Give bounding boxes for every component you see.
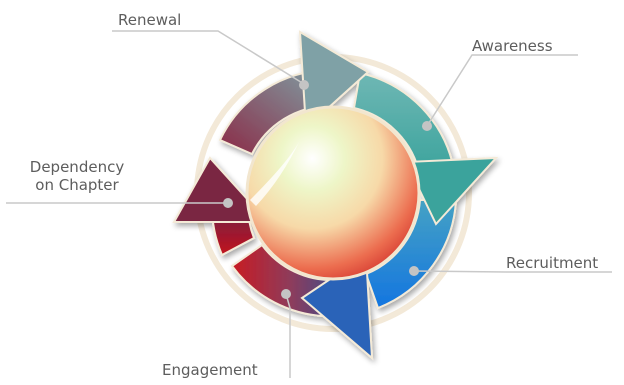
label-dependency-line2: on Chapter — [35, 176, 119, 194]
label-renewal: Renewal — [118, 11, 182, 29]
label-recruitment: Recruitment — [506, 254, 599, 272]
dot-renewal — [299, 80, 309, 90]
label-dependency-line1: Dependency — [29, 158, 125, 176]
center-disc — [245, 105, 421, 281]
dot-engagement — [281, 289, 291, 299]
label-dependency: Dependency on Chapter — [18, 158, 136, 194]
leader-recruitment — [413, 270, 612, 273]
dot-awareness — [422, 121, 432, 131]
leader-dots — [223, 80, 432, 299]
leader-renewal — [112, 30, 305, 85]
leader-lines — [6, 30, 612, 378]
arrowhead-renewal — [298, 30, 370, 131]
center-highlight — [250, 140, 300, 206]
ring-segments — [172, 30, 499, 361]
label-awareness: Awareness — [472, 37, 553, 55]
arrowhead-awareness — [404, 156, 499, 226]
dot-dependency — [223, 198, 233, 208]
dot-recruitment — [409, 266, 419, 276]
leader-awareness — [426, 54, 578, 127]
label-engagement: Engagement — [162, 361, 258, 379]
arrowhead-dependency — [172, 156, 271, 223]
